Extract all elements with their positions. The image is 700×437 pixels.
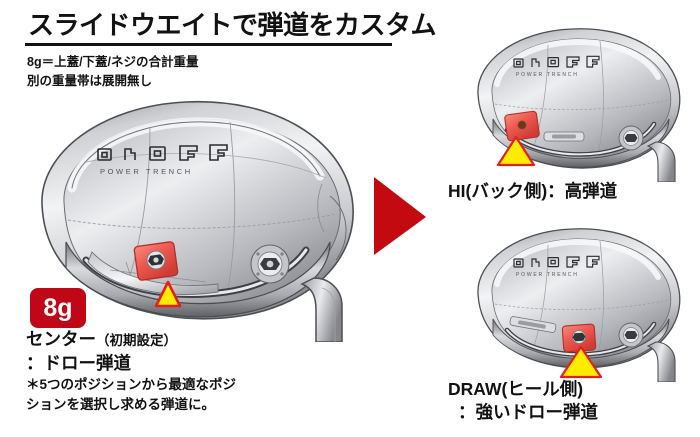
slide-weight-center — [133, 241, 179, 281]
rear-screw-port-hi — [618, 125, 644, 151]
clubhead-draw-heel: POWER TRENCH — [470, 222, 695, 382]
red-arrow-icon — [372, 175, 428, 257]
rear-screw-port — [250, 244, 290, 284]
subtitle-line-1: 8g＝上蓋/下蓋/ネジの合計重量 — [27, 55, 199, 69]
caption-draw-line-2: ：強いドロー弾道 — [458, 402, 598, 423]
subtitle-block: 8g＝上蓋/下蓋/ネジの合計重量 別の重量帯は展開無し — [27, 53, 199, 91]
caption-draw-line-1: DRAW(ヒール側) — [448, 379, 584, 399]
caption-center: センター（初期設定） ：ドロー弾道 — [26, 327, 177, 375]
svg-text:POWER TRENCH: POWER TRENCH — [516, 272, 579, 278]
caption-center-main: センター — [26, 329, 96, 349]
up-triangle-marker — [154, 280, 182, 308]
caption-center-paren: （初期設定） — [96, 333, 177, 348]
clubhead-hi-back: POWER TRENCH — [470, 22, 695, 182]
slide-weight-hi — [504, 110, 540, 142]
up-triangle-marker-hi — [496, 135, 536, 167]
slide-weight-draw — [561, 323, 597, 353]
weight-badge-8g: 8g — [30, 288, 86, 328]
caption-draw: DRAW(ヒール側) ：強いドロー弾道 — [448, 378, 598, 424]
page-title: スライドウエイトで弾道をカスタム — [28, 10, 437, 40]
svg-text:POWER TRENCH: POWER TRENCH — [516, 72, 579, 78]
weight-badge-label: 8g — [43, 293, 73, 322]
caption-note-line-2: ションを選択し求める弾道に。 — [26, 396, 215, 412]
caption-center-sub: ：ドロー弾道 — [26, 353, 131, 374]
caption-note-line-1: ＊5つのポジションから最適なポジ — [26, 377, 237, 392]
caption-hi: HI(バック側)：高弾道 — [448, 181, 618, 201]
brand-logo-onoff — [97, 144, 228, 161]
title-underline — [25, 43, 392, 46]
clubhead-main-center: POWER TRENCH — [30, 92, 370, 342]
caption-center-note: ＊5つのポジションから最適なポジ ションを選択し求める弾道に。 — [26, 375, 236, 414]
up-triangle-marker-draw — [559, 345, 603, 379]
brand-tagline: POWER TRENCH — [100, 167, 193, 176]
subtitle-line-2: 別の重量帯は展開無し — [27, 73, 153, 88]
rear-screw-port-draw — [618, 322, 644, 348]
